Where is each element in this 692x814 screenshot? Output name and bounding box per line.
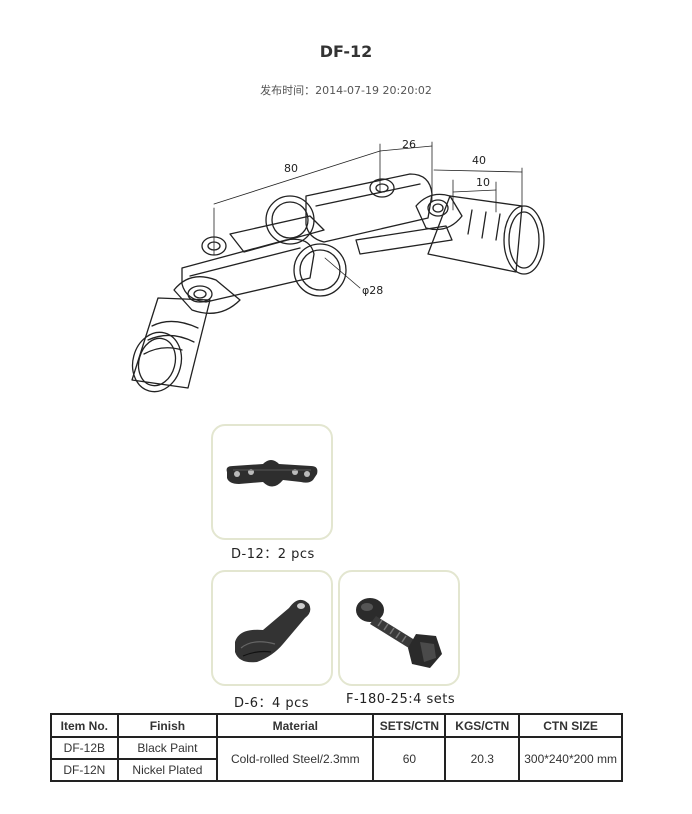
part-photo-d12: [211, 424, 333, 540]
publish-time-value: 2014-07-19 20:20:02: [315, 84, 432, 97]
table-row: DF-12N Nickel Plated: [50, 758, 622, 782]
dimension-26: 26: [402, 138, 416, 151]
header-material: Material: [216, 713, 375, 738]
part-caption-f180: F-180-25:4 sets: [346, 692, 456, 707]
single-clamp-plate-icon: [235, 599, 311, 663]
part-caption-d6: D-6：4 pcs: [234, 696, 310, 711]
header-finish: Finish: [116, 713, 219, 738]
header-sets-ctn: SETS/CTN: [372, 713, 447, 738]
header-kgs-ctn: KGS/CTN: [444, 713, 521, 738]
cell-finish: Black Paint: [116, 736, 219, 760]
part-photo-f180: [338, 570, 460, 686]
cell-item-no: DF-12N: [50, 758, 119, 782]
double-clamp-plate-icon: [226, 460, 318, 487]
publish-time: 发布时间：2014-07-19 20:20:02: [0, 82, 692, 98]
part-photo-d6: [211, 570, 333, 686]
cell-finish: Nickel Plated: [116, 758, 219, 782]
cell-material: Cold-rolled Steel/2.3mm: [216, 736, 375, 782]
cell-item-no: DF-12B: [50, 736, 119, 760]
dimension-10: 10: [476, 176, 490, 189]
publish-time-label: 发布时间：: [260, 84, 316, 97]
bolt-nut-icon: [356, 598, 442, 668]
part-caption-d12: D-12：2 pcs: [231, 547, 315, 562]
cell-kgs-ctn: 20.3: [444, 736, 521, 782]
cell-ctn-size: 300*240*200 mm: [518, 736, 623, 782]
dimension-phi28: φ28: [362, 284, 383, 297]
dimension-80: 80: [284, 162, 298, 175]
table-row: DF-12B Black Paint Cold-rolled Steel/2.3…: [50, 736, 623, 782]
joint-technical-drawing: 80 26 40 10 φ28: [131, 138, 545, 393]
cell-sets-ctn: 60: [372, 736, 447, 782]
table-header-row: Item No. Finish Material SETS/CTN KGS/CT…: [50, 713, 623, 738]
page-title: DF-12: [319, 42, 373, 61]
header-ctn-size: CTN SIZE: [518, 713, 623, 738]
dimension-40: 40: [472, 154, 486, 167]
spec-table: Item No. Finish Material SETS/CTN KGS/CT…: [50, 713, 623, 782]
header-item-no: Item No.: [50, 713, 119, 738]
